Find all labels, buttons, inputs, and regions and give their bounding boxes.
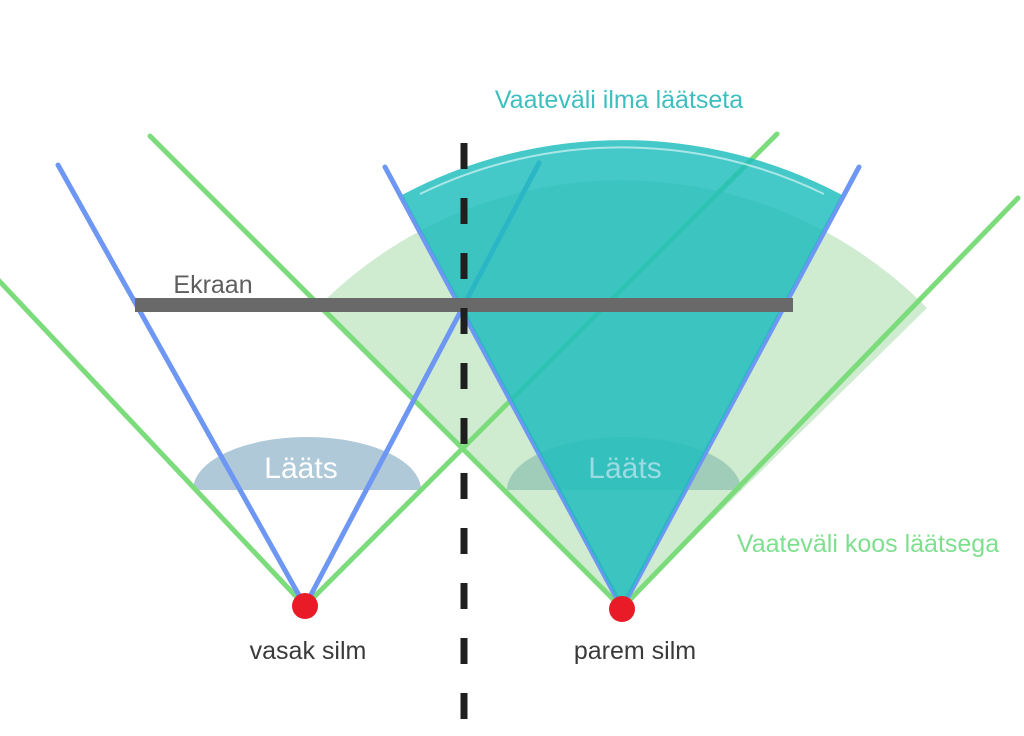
left-lens-label: Lääts — [264, 452, 338, 485]
right-eye-green-ray-left — [147, 133, 625, 611]
left-eye-label: vasak silm — [249, 637, 367, 665]
sector-highlight-arc — [419, 146, 825, 195]
right-lens-label: Lääts — [588, 452, 662, 485]
right-eye-blue-ray-left — [382, 164, 625, 611]
left-eye-blue-ray-left — [55, 162, 308, 609]
fov-without-lens-label: Vaateväli ilma läätseta — [494, 86, 744, 114]
right-eye-blue-ray-right — [619, 164, 862, 611]
right-eye-label: parem silm — [573, 637, 697, 665]
left-eye-dot — [292, 593, 318, 619]
left-lens-shape — [193, 437, 421, 490]
fov-without-lens-sector — [402, 140, 842, 608]
right-eye-dot — [609, 596, 635, 622]
right-eye-green-ray-right — [619, 195, 1021, 611]
left-eye-green-ray-left — [0, 278, 308, 609]
screen-label: Ekraan — [173, 271, 253, 299]
screen-bar — [135, 298, 793, 312]
fov-with-lens-label: Vaateväli koos läätsega — [736, 530, 1000, 558]
